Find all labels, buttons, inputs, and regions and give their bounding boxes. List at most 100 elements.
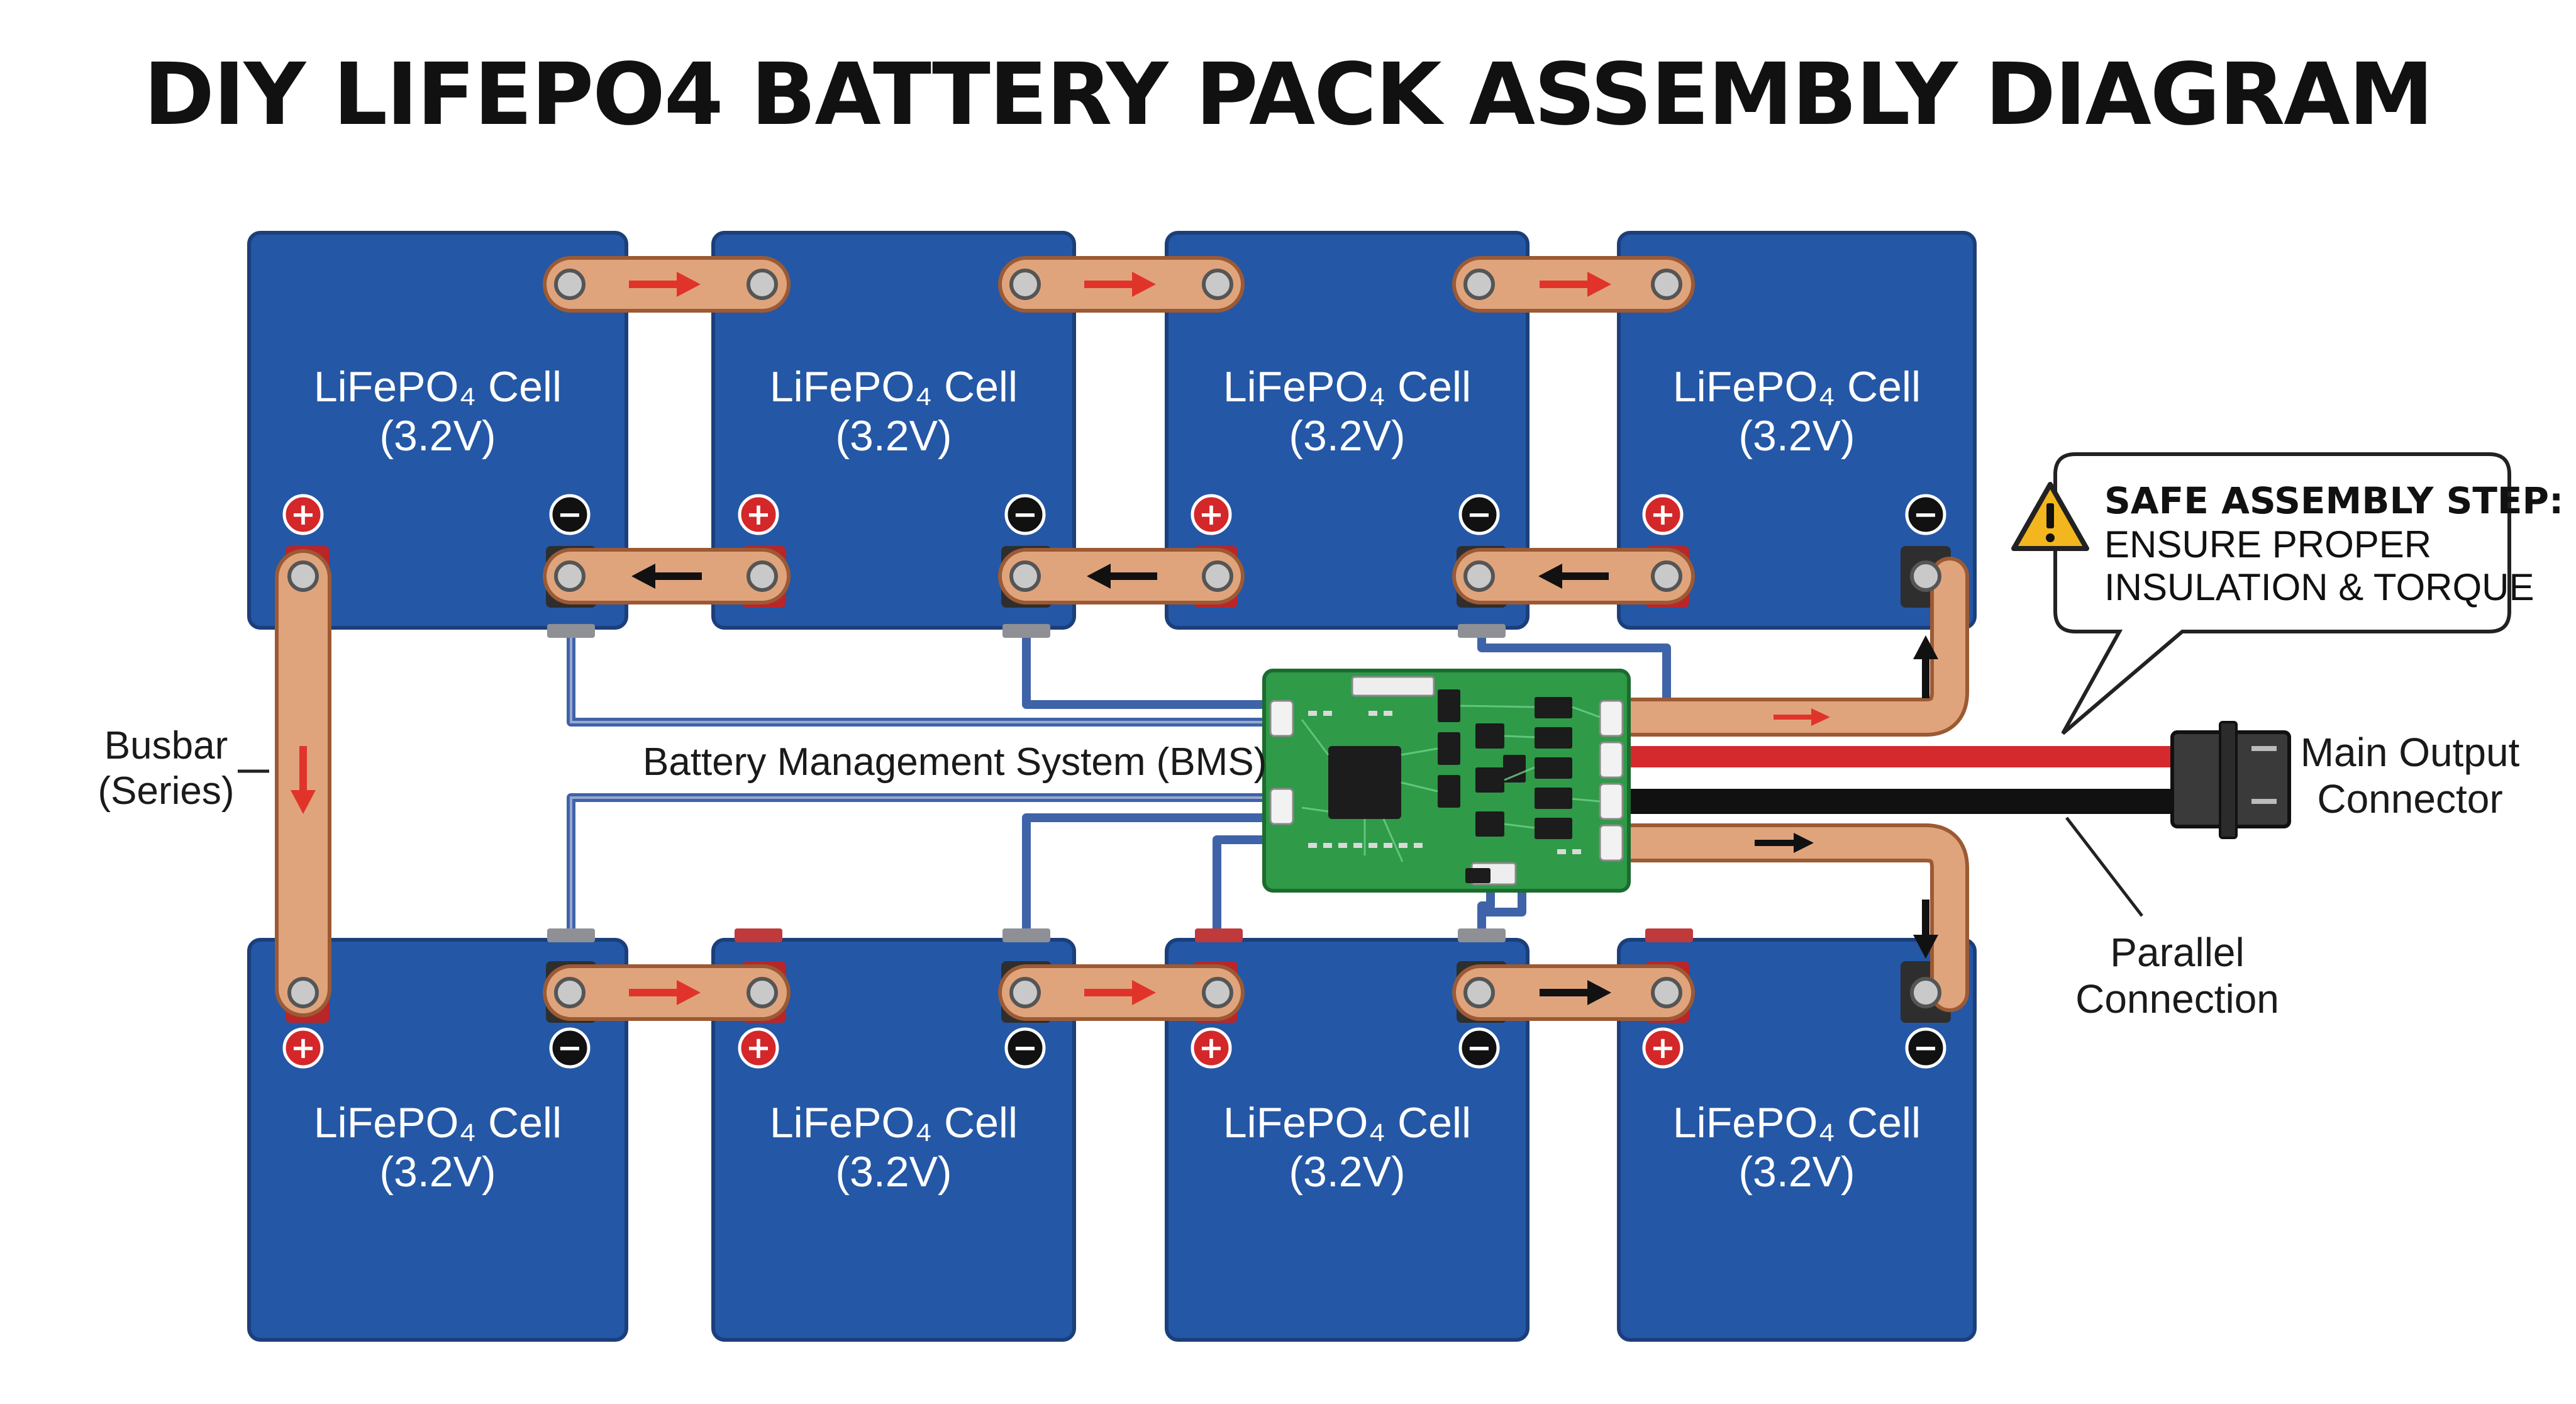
positive-terminal-icon: + <box>738 494 779 535</box>
sense-wire <box>1213 835 1270 937</box>
battery-cell: LiFePO₄ Cell (3.2V) <box>1165 938 1530 1342</box>
arrow-down-icon <box>1913 900 1938 959</box>
parallel-label: Parallel <box>2110 930 2244 975</box>
positive-terminal-icon: + <box>1191 494 1232 535</box>
cell-label: LiFePO₄ Cell <box>1673 1099 1921 1147</box>
battery-cell: LiFePO₄ Cell (3.2V) <box>247 231 628 630</box>
cell-voltage: (3.2V) <box>379 412 496 460</box>
negative-sign: − <box>1467 1030 1492 1066</box>
arrow-right-icon <box>1540 980 1611 1005</box>
safety-callout: SAFE ASSEMBLY STEP: ENSURE PROPER INSULA… <box>2011 452 2563 735</box>
current-flow-arrows <box>291 272 1938 1005</box>
cell-voltage: (3.2V) <box>1289 412 1405 460</box>
negative-sign: − <box>1013 1030 1038 1066</box>
positive-terminal-icon: + <box>738 1027 779 1069</box>
cell-voltage: (3.2V) <box>835 412 952 460</box>
page-title: DIY LIFEPO4 BATTERY PACK ASSEMBLY DIAGRA… <box>143 45 2434 145</box>
warning-icon <box>2011 482 2089 551</box>
polarity-markers: + − + − + − + − + − + − + − + − <box>282 494 1946 1069</box>
cell-voltage: (3.2V) <box>1738 412 1855 460</box>
positive-sign: + <box>746 497 771 532</box>
output-busbar-top <box>1613 557 1969 737</box>
cell-label: LiFePO₄ Cell <box>770 363 1018 411</box>
battery-cell: LiFePO₄ Cell (3.2V) <box>711 938 1076 1342</box>
callout-line-2: INSULATION & TORQUE <box>2104 566 2534 608</box>
sense-wire <box>1022 813 1270 937</box>
negative-terminal-icon: − <box>1905 1027 1946 1069</box>
busbar-label: Busbar <box>104 724 228 767</box>
arrow-right-icon <box>629 272 701 297</box>
cell-voltage: (3.2V) <box>835 1148 952 1196</box>
sense-wire <box>567 793 1270 937</box>
positive-sign: + <box>291 1030 316 1066</box>
battery-cell: LiFePO₄ Cell (3.2V) <box>1617 938 1977 1342</box>
negative-sign: − <box>1467 497 1492 532</box>
positive-sign: + <box>1650 1030 1675 1066</box>
arrow-left-icon <box>1087 564 1157 589</box>
negative-sign: − <box>557 497 582 532</box>
arrow-right-icon <box>1755 833 1814 853</box>
negative-terminal-icon: − <box>1004 494 1046 535</box>
arrow-down-icon <box>291 746 316 814</box>
battery-cell: LiFePO₄ Cell (3.2V) <box>247 938 628 1342</box>
arrow-left-icon <box>1538 564 1609 589</box>
negative-terminal-icon: − <box>1004 1027 1046 1069</box>
positive-terminal-icon: + <box>282 1027 324 1069</box>
cell-label: LiFePO₄ Cell <box>770 1099 1018 1147</box>
cell-voltage: (3.2V) <box>1289 1148 1405 1196</box>
arrow-right-icon <box>629 980 701 1005</box>
arrow-right-icon <box>1540 272 1611 297</box>
bms-label: Battery Management System (BMS) <box>643 740 1267 784</box>
negative-terminal-icon: − <box>1458 1027 1500 1069</box>
negative-sign: − <box>1913 497 1938 532</box>
cell-label: LiFePO₄ Cell <box>1223 363 1471 411</box>
arrow-left-icon <box>631 564 702 589</box>
negative-sign: − <box>1913 1030 1938 1066</box>
negative-terminal-icon: − <box>549 1027 591 1069</box>
cell-label: LiFePO₄ Cell <box>314 1099 562 1147</box>
parallel-busbar-bottom <box>1613 823 1969 1012</box>
callout-line-1: ENSURE PROPER <box>2104 523 2431 566</box>
arrow-up-icon <box>1913 635 1938 698</box>
top-row-cells: LiFePO₄ Cell (3.2V) LiFePO₄ Cell (3.2V) … <box>247 231 1977 630</box>
negative-sign: − <box>1013 497 1038 532</box>
busbar-label-sub: (Series) <box>97 769 234 813</box>
positive-sign: + <box>1199 497 1224 532</box>
sense-wire <box>1477 888 1526 937</box>
callout-heading: SAFE ASSEMBLY STEP: <box>2104 479 2563 522</box>
positive-sign: + <box>291 497 316 532</box>
bms-sense-wires <box>567 635 1671 937</box>
cell-voltage: (3.2V) <box>1738 1148 1855 1196</box>
parallel-label-sub: Connection <box>2075 976 2279 1022</box>
positive-sign: + <box>1199 1030 1224 1066</box>
sense-wire <box>1022 635 1270 709</box>
output-label: Main Output <box>2301 730 2520 775</box>
positive-sign: + <box>1650 497 1675 532</box>
cell-label: LiFePO₄ Cell <box>314 363 562 411</box>
positive-terminal-icon: + <box>282 494 324 535</box>
negative-terminal-icon: − <box>1458 494 1500 535</box>
bottom-row-cells: LiFePO₄ Cell (3.2V) LiFePO₄ Cell (3.2V) … <box>247 938 1977 1342</box>
annotations: Busbar (Series) Battery Management Syste… <box>97 724 2519 1022</box>
negative-sign: − <box>557 1030 582 1066</box>
positive-terminal-icon: + <box>1642 1027 1684 1069</box>
output-label-sub: Connector <box>2317 776 2502 822</box>
main-output-connector <box>2170 721 2291 839</box>
sense-wire <box>567 635 1270 727</box>
arrow-right-icon <box>1084 272 1156 297</box>
negative-terminal-icon: − <box>549 494 591 535</box>
arrow-right-icon <box>1084 980 1156 1005</box>
cell-label: LiFePO₄ Cell <box>1223 1099 1471 1147</box>
negative-terminal-icon: − <box>1905 494 1946 535</box>
positive-sign: + <box>746 1030 771 1066</box>
cell-voltage: (3.2V) <box>379 1148 496 1196</box>
battery-cell: LiFePO₄ Cell (3.2V) <box>1617 231 1977 630</box>
battery-cell: LiFePO₄ Cell (3.2V) <box>1165 231 1530 630</box>
cell-label: LiFePO₄ Cell <box>1673 363 1921 411</box>
main-output-cables <box>1623 746 2176 814</box>
bms-board <box>1262 669 1631 893</box>
arrow-right-icon <box>1774 708 1830 726</box>
positive-terminal-icon: + <box>1191 1027 1232 1069</box>
positive-terminal-icon: + <box>1642 494 1684 535</box>
